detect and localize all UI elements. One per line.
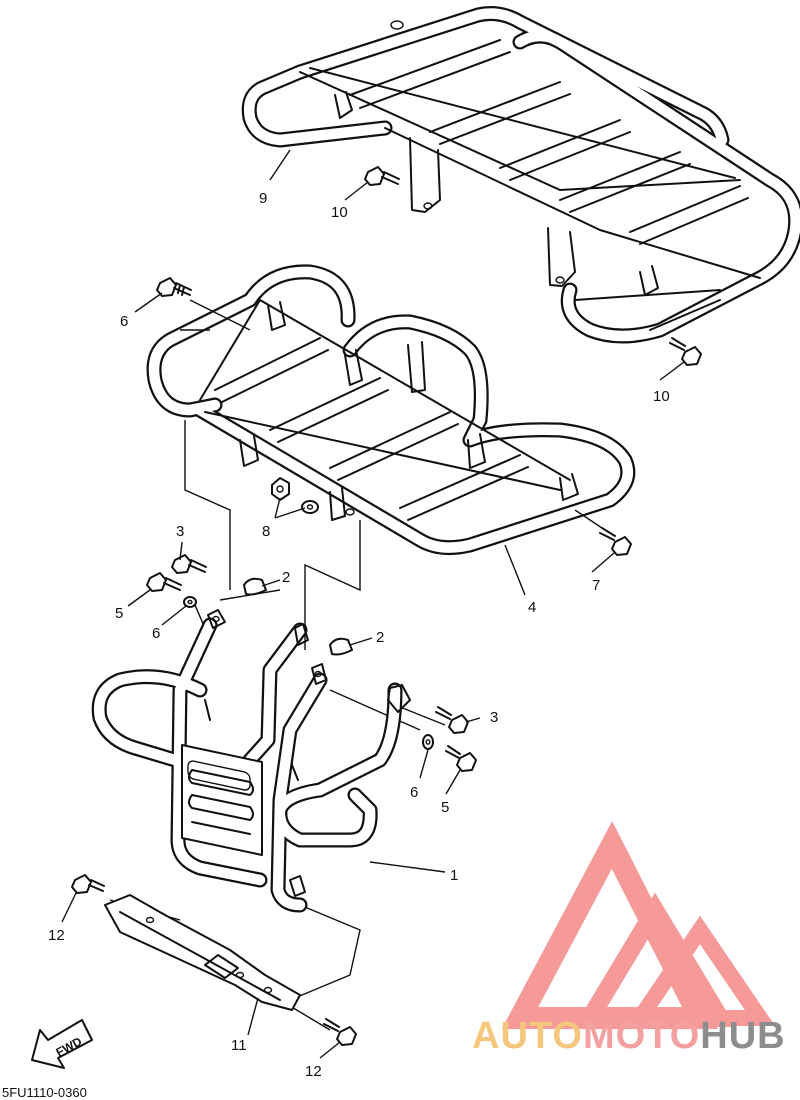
bolt-icon — [599, 527, 632, 556]
rear-carrier-part-9 — [241, 6, 800, 344]
svg-text:AUTOMOTOHUB: AUTOMOTOHUB — [472, 1015, 786, 1057]
nut-icon — [271, 477, 290, 501]
bolt-icon — [71, 874, 105, 894]
callout-12: 12 — [305, 1063, 322, 1080]
automotohub-logo-icon — [501, 821, 776, 1029]
callout-2: 2 — [282, 569, 290, 586]
watermark-hub: HUB — [700, 1015, 785, 1057]
bolt-icon — [445, 745, 477, 772]
bolt-icon — [323, 1018, 357, 1046]
callout-2: 2 — [376, 629, 384, 646]
callout-11: 11 — [231, 1037, 247, 1054]
grommet-icon — [329, 637, 353, 656]
bolt-icon — [171, 554, 207, 574]
grommet-icon — [243, 577, 267, 596]
forward-direction-arrow-icon: FWD — [31, 1019, 93, 1069]
skid-plate-part-11 — [104, 894, 301, 1011]
bolt-icon — [669, 337, 702, 366]
callout-5: 5 — [115, 605, 123, 622]
callout-3: 3 — [490, 709, 498, 726]
callout-4: 4 — [528, 599, 536, 616]
callout-10: 10 — [331, 204, 348, 221]
callout-7: 7 — [592, 577, 600, 594]
callout-7: 6 — [120, 313, 128, 330]
watermark-auto: AUTO — [472, 1015, 583, 1057]
callout-8: 8 — [262, 523, 270, 540]
callout-12: 12 — [48, 927, 65, 944]
drawing-code: 5FU1110-0360 — [2, 1085, 87, 1100]
callout-9: 9 — [259, 190, 267, 207]
washer-icon — [301, 500, 319, 514]
callout-6: 6 — [410, 784, 418, 801]
washer-icon — [183, 596, 197, 608]
callout-leaders — [61, 149, 685, 1059]
guard-part-1 — [91, 609, 411, 913]
bolt-icon — [364, 166, 400, 186]
callout-6: 6 — [152, 625, 160, 642]
hardware — [71, 166, 702, 1046]
callout-1: 1 — [450, 867, 458, 884]
watermark: AUTOMOTOHUB — [472, 1015, 786, 1057]
callout-3: 3 — [176, 523, 184, 540]
bolt-icon — [156, 277, 192, 297]
callout-10: 10 — [653, 388, 670, 405]
carrier-part-4 — [146, 264, 636, 556]
bolt-icon — [146, 572, 182, 592]
callout-5: 5 — [441, 799, 449, 816]
bolt-icon — [435, 706, 469, 734]
callout-labels: 9 10 6 10 8 3 2 7 4 5 6 2 3 6 5 1 12 11 … — [48, 190, 670, 1080]
washer-icon — [422, 734, 434, 750]
watermark-moto: MOTO — [583, 1015, 700, 1057]
